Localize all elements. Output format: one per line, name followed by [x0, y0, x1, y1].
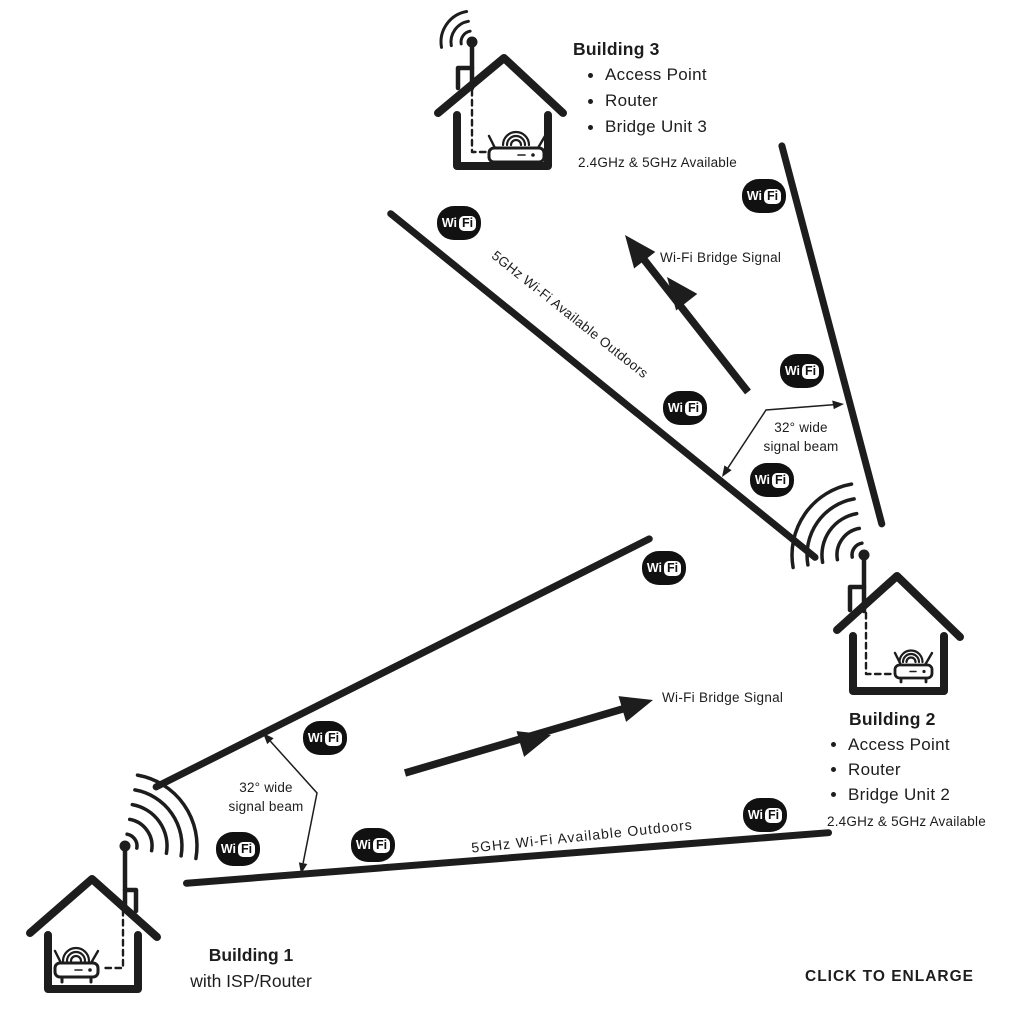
- wifi-badge-wi: Wi: [667, 401, 684, 415]
- bullet-dot-icon: [588, 124, 593, 130]
- building2-house-icon: [790, 482, 964, 695]
- lower-bridge-signal-label: Wi-Fi Bridge Signal: [662, 690, 784, 705]
- house-outline: [434, 54, 567, 170]
- arrow-shaft: [639, 254, 751, 395]
- arrowhead-mid: [667, 277, 698, 311]
- wifi-waves-icon: [125, 773, 199, 861]
- beam-width-callout-arrow-upper: [722, 400, 844, 477]
- wifi-badge-wi: Wi: [307, 731, 324, 745]
- list-item: Bridge Unit 3: [588, 114, 707, 140]
- list-item: Router: [831, 757, 950, 782]
- building3-house-icon: [434, 10, 567, 170]
- building2-availability: 2.4GHz & 5GHz Available: [827, 814, 986, 829]
- router-icon: [487, 130, 547, 169]
- wifi-badge-fi: Fi: [802, 363, 820, 379]
- wifi-badge-wi: Wi: [784, 364, 801, 378]
- list-item: Bridge Unit 2: [831, 782, 950, 807]
- callout-line: [269, 740, 318, 864]
- bullet-dot-icon: [831, 742, 836, 747]
- wifi-badge-wi: Wi: [441, 216, 458, 230]
- callout-arrowhead: [298, 862, 308, 874]
- router-icon: [53, 946, 100, 984]
- building3-title: Building 3: [573, 39, 660, 59]
- wifi-badge-fi: Fi: [685, 400, 703, 416]
- cable-dashed-line: [864, 611, 895, 676]
- bullet-label: Access Point: [605, 65, 707, 84]
- bullet-label: Bridge Unit 2: [848, 784, 951, 804]
- wifi-badge-fi: Fi: [765, 807, 783, 823]
- cable-dashed-line: [470, 88, 490, 154]
- wifi-badge-fi: Fi: [772, 472, 790, 488]
- router-icon: [893, 649, 934, 684]
- cable-dashed-line: [99, 908, 125, 970]
- callout-arrowhead: [263, 733, 274, 745]
- wifi-badge-fi: Fi: [459, 215, 477, 231]
- click-to-enlarge-label[interactable]: CLICK TO ENLARGE: [805, 968, 974, 985]
- upper-beam-width-label: 32° wide signal beam: [746, 419, 856, 456]
- bridge-signal-arrow-lower: [403, 696, 653, 777]
- beam-width-line2: signal beam: [763, 438, 839, 454]
- wifi-badge-wi: Wi: [220, 842, 237, 856]
- wifi-badge-fi: Fi: [238, 841, 256, 857]
- building3-availability: 2.4GHz & 5GHz Available: [578, 155, 737, 170]
- bullet-dot-icon: [831, 792, 836, 797]
- wifi-badge-wi: Wi: [747, 808, 764, 822]
- wifi-badge-wi: Wi: [646, 561, 663, 575]
- beam-width-line2: signal beam: [228, 798, 304, 814]
- building2-title: Building 2: [849, 709, 936, 729]
- callout-line: [727, 404, 834, 469]
- lower-beam-width-label: 32° wide signal beam: [211, 779, 321, 816]
- bullet-label: Router: [605, 91, 658, 110]
- wifi-badge-fi: Fi: [325, 730, 343, 746]
- building1-label: Building 1 with ISP/Router: [151, 942, 351, 994]
- wifi-badge-fi: Fi: [373, 837, 391, 853]
- list-item: Access Point: [831, 732, 950, 757]
- bullet-dot-icon: [588, 72, 593, 78]
- bridge-signal-arrow-upper: [625, 235, 751, 395]
- arrowhead-tip: [625, 235, 656, 269]
- antenna-icon: [119, 840, 139, 914]
- wifi-badge-wi: Wi: [355, 838, 372, 852]
- arrowhead-tip: [618, 696, 653, 722]
- building1-house-icon: [26, 773, 199, 993]
- wifi-waves-icon: [439, 10, 472, 49]
- bullet-label: Router: [848, 759, 901, 779]
- bullet-dot-icon: [831, 767, 836, 772]
- building1-title: Building 1: [208, 945, 294, 965]
- house-outline: [26, 875, 161, 993]
- list-item: Access Point: [588, 62, 707, 88]
- wifi-waves-icon: [790, 482, 864, 570]
- callout-arrowhead: [722, 465, 732, 477]
- bullet-label: Access Point: [848, 734, 950, 754]
- building2-bullet-list: Access Point Router Bridge Unit 2: [831, 732, 950, 807]
- building1-subtitle: with ISP/Router: [190, 971, 312, 991]
- arrow-shaft: [403, 704, 628, 777]
- wifi-badge-fi: Fi: [664, 560, 682, 576]
- wifi-badge-fi: Fi: [764, 188, 782, 204]
- beam-width-callout-arrow-lower: [263, 733, 318, 874]
- upper-bridge-signal-label: Wi-Fi Bridge Signal: [660, 250, 782, 265]
- building3-bullet-list: Access Point Router Bridge Unit 3: [588, 62, 707, 140]
- house-outline: [833, 572, 964, 695]
- beam-width-line1: 32° wide: [774, 420, 828, 435]
- arrowhead-mid: [516, 731, 551, 757]
- list-item: Router: [588, 88, 707, 114]
- wifi-badge-wi: Wi: [746, 189, 763, 203]
- beam-width-line1: 32° wide: [239, 780, 293, 795]
- bullet-dot-icon: [588, 98, 593, 104]
- bullet-label: Bridge Unit 3: [605, 117, 708, 136]
- wifi-badge-wi: Wi: [754, 473, 771, 487]
- callout-arrowhead: [832, 400, 844, 410]
